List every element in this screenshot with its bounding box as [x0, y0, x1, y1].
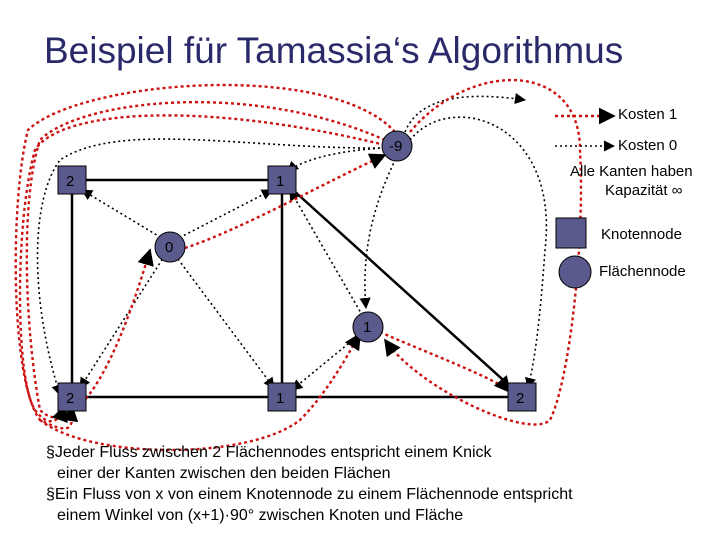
legend-graphics [555, 107, 616, 289]
bullet-list: §Jeder Fluss zwischen 2 Flächennodes ent… [46, 442, 706, 526]
page-title: Beispiel für Tamassia‘s Algorithmus [44, 30, 624, 71]
vertex-node-bottom-right [507, 382, 537, 412]
legend-face-label: Flächennode [599, 263, 686, 280]
face-label-left: 0 [165, 239, 173, 256]
bullet-2-line-1: §Ein Fluss von x von einem Knotennode zu… [46, 486, 573, 503]
vertex-label-bottom-right: 2 [516, 390, 524, 407]
face-node-left [154, 231, 186, 263]
edge-diagonal [281, 179, 523, 398]
vertex-label-bottom-mid: 1 [276, 390, 284, 407]
cost1-flow-outer-right [384, 79, 583, 426]
cost1-flow-bottom [39, 332, 362, 452]
vertex-node-top-left [57, 165, 87, 195]
cost1-flows [14, 79, 583, 452]
bullet-1-line-1: §Jeder Fluss zwischen 2 Flächennodes ent… [46, 444, 492, 461]
cost1-flow-face-0 [184, 153, 387, 250]
flow-face-0-to-vertex-bottom-left [79, 254, 166, 389]
face-node-middle [352, 311, 384, 343]
face-node-outer [381, 130, 413, 162]
legend-capacity-line1: Alle Kanten haben [570, 163, 693, 180]
flow-outer-to-vertex-1 [287, 147, 386, 173]
legend-vertex-square [555, 217, 587, 249]
vertex-nodes: 2 1 2 1 2 [57, 165, 537, 412]
flow-face-0-to-vertex-top-left [81, 189, 166, 241]
vertex-label-top-left: 2 [66, 173, 74, 190]
flow-face-1-to-vertex-1 [289, 189, 366, 321]
vertex-label-top-mid: 1 [276, 173, 284, 190]
vertex-node-bottom-left [57, 382, 87, 412]
cost1-flow-outer-left [18, 114, 386, 424]
flow-outer-loop-left [36, 138, 391, 397]
flow-face-0-to-vertex-bottom-mid [174, 254, 275, 389]
flow-outer-loop-top [404, 93, 527, 133]
legend-cost0-label: Kosten 0 [618, 137, 678, 154]
flow-face-0-to-vertex-1 [174, 189, 273, 241]
face-nodes: -9 0 1 [154, 130, 413, 343]
flow-outer-to-face-1 [359, 149, 401, 310]
face-label-outer: -9 [389, 138, 402, 155]
legend-face-circle [558, 255, 592, 289]
flow-face-1-to-vertex-bottom-mid [291, 333, 361, 391]
bullet-1-line-2: einer der Kanten zwischen den beiden Flä… [57, 465, 391, 482]
vertex-label-bottom-left: 2 [66, 390, 74, 407]
graph-edges [70, 178, 523, 399]
flow-outer-loop-right [409, 116, 548, 390]
cost1-flow-outer-top [14, 83, 396, 430]
face-label-middle: 1 [363, 319, 371, 336]
legend-cost1-label: Kosten 1 [618, 106, 678, 123]
cost1-flow-face-1-bottom [379, 330, 512, 394]
vertex-node-bottom-mid [267, 382, 297, 412]
vertex-node-top-mid [267, 165, 297, 195]
bullet-2-line-2: einem Winkel von (x+1)·90° zwischen Knot… [57, 507, 464, 524]
legend-vertex-label: Knotennode [601, 226, 682, 243]
legend-capacity-line2: Kapazität ∞ [605, 182, 683, 199]
